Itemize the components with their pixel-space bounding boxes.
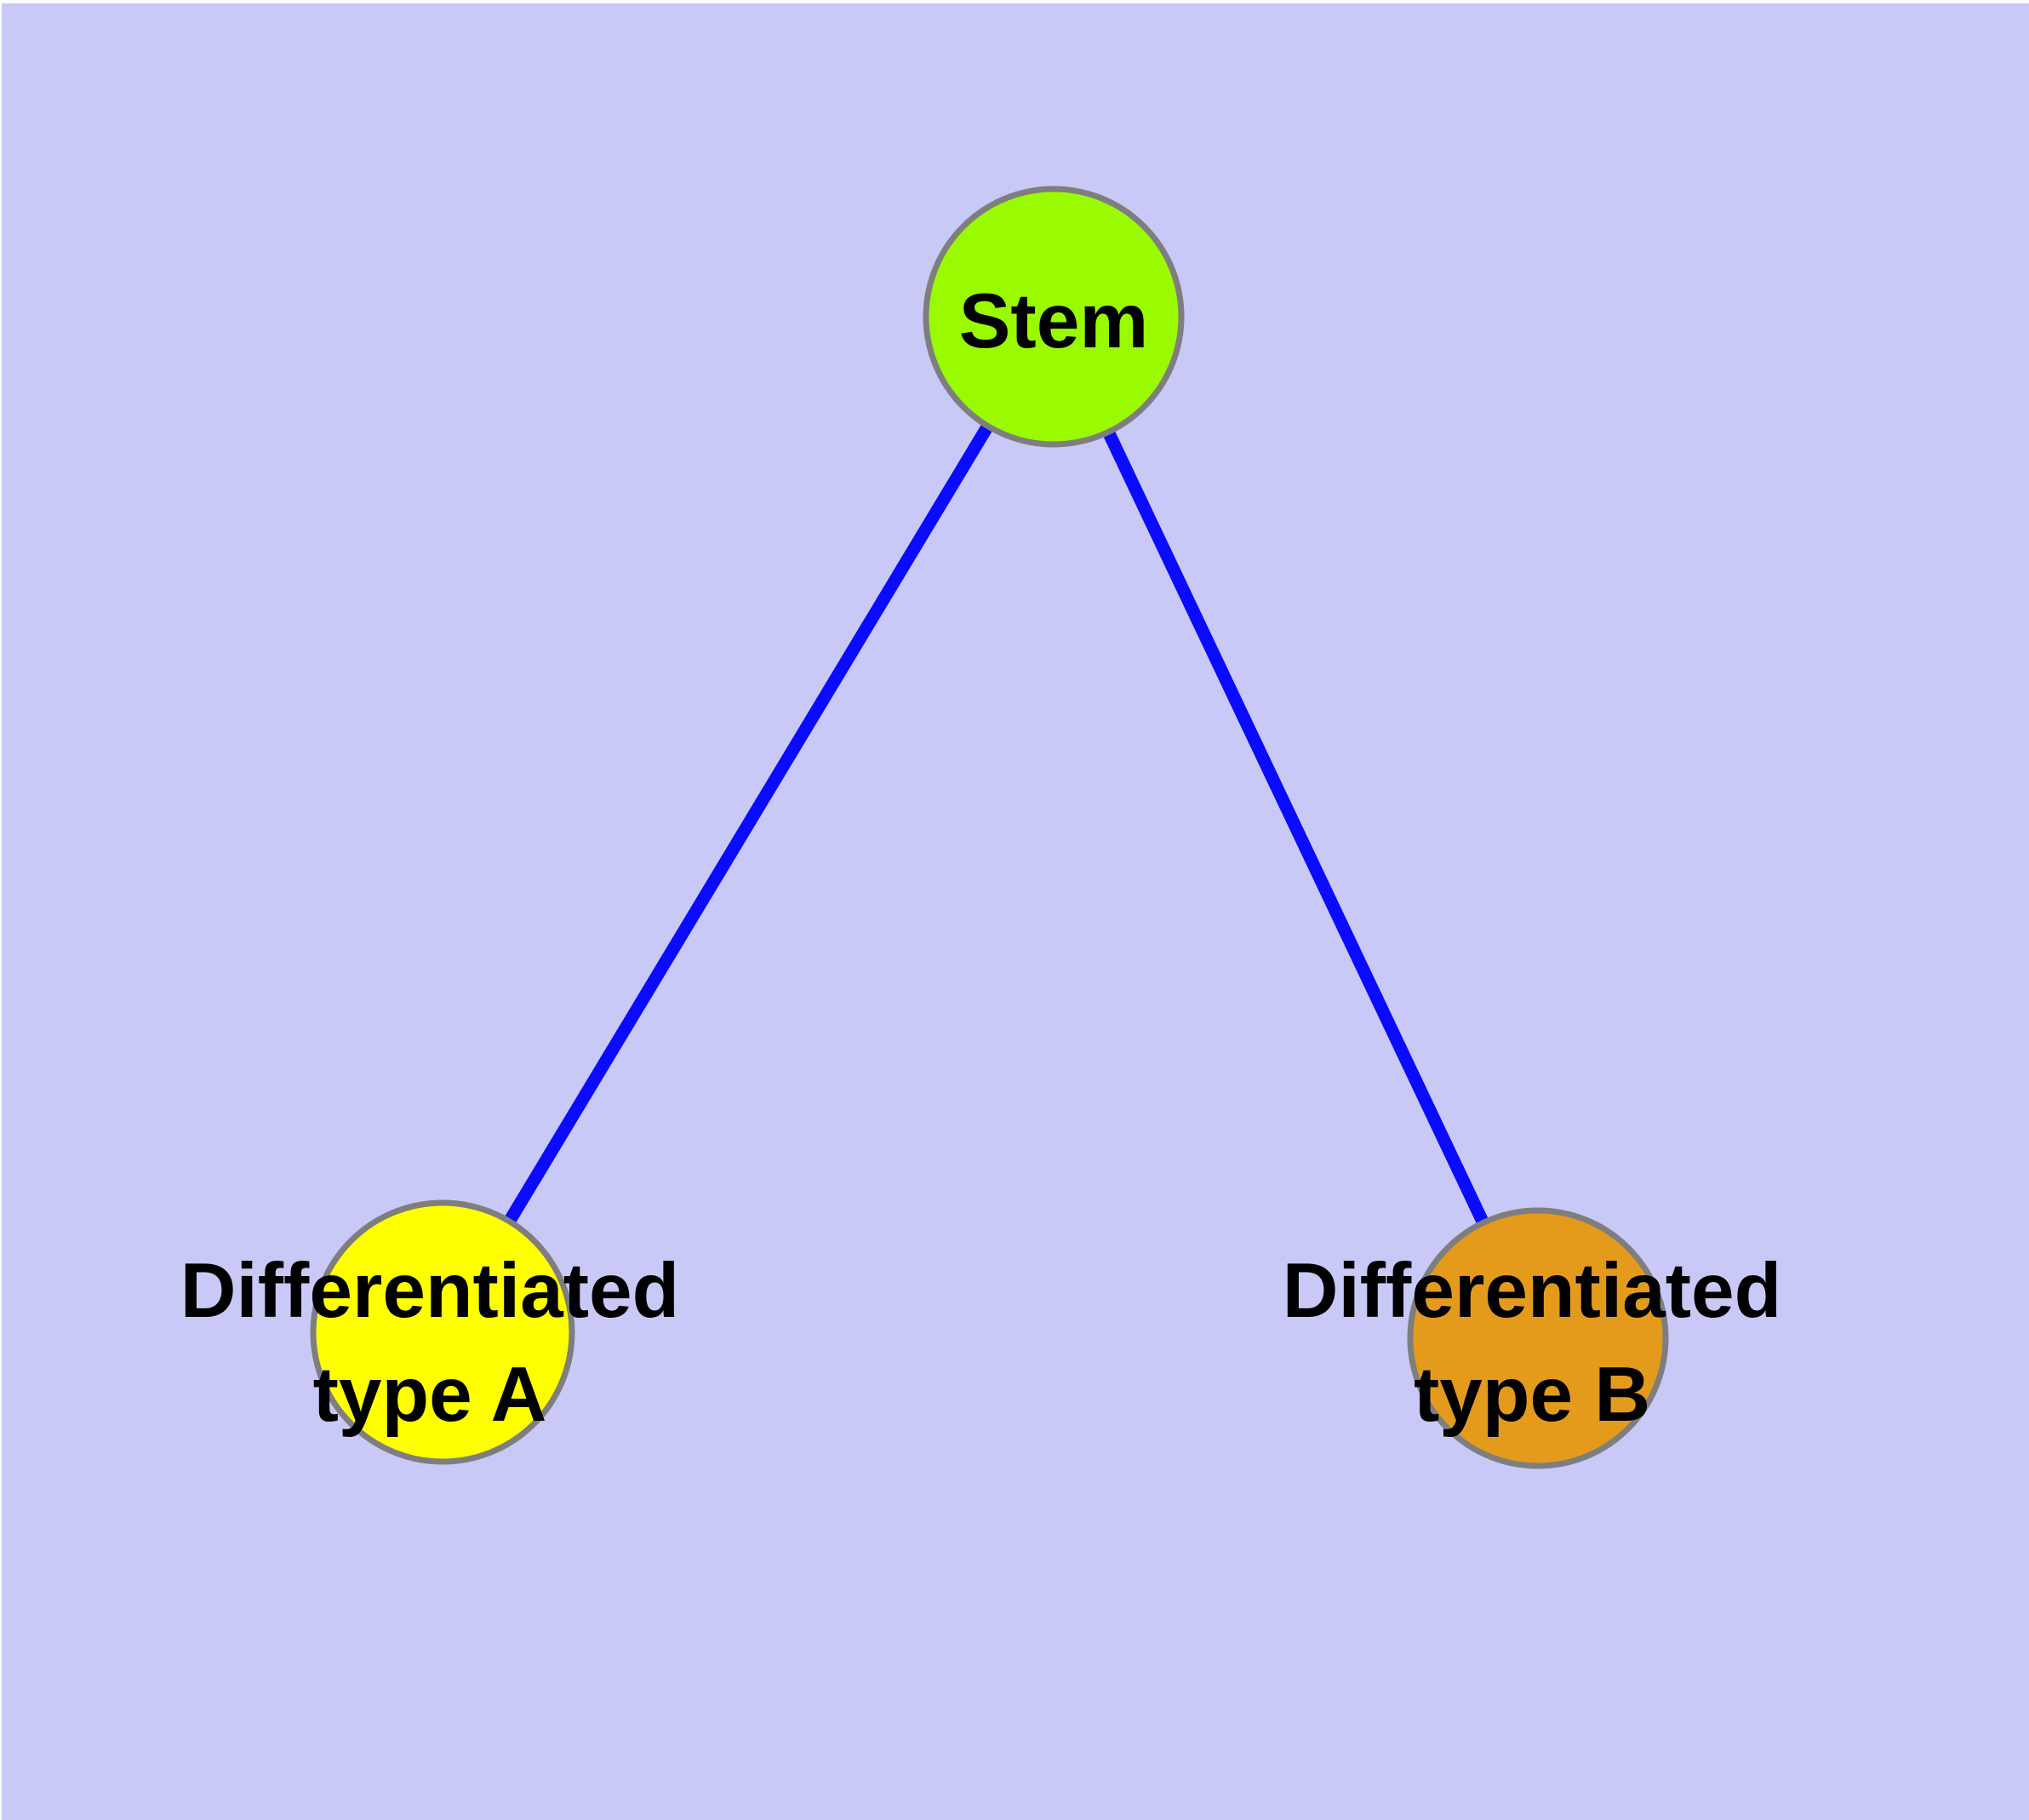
node-type-b-label-line2: type B [1414, 1352, 1650, 1438]
node-differentiated-type-a [310, 1199, 575, 1465]
node-stem [923, 186, 1185, 448]
node-stem-label: Stem [959, 278, 1149, 364]
node-type-a-label-line1: Differentiated [180, 1248, 680, 1334]
node-type-a-label-line2: type A [313, 1352, 547, 1438]
edge-stem-to-type-a [437, 313, 1060, 1336]
edge-stem-to-type-b [1048, 313, 1544, 1342]
node-differentiated-type-b [1407, 1207, 1669, 1469]
node-type-b-label-line1: Differentiated [1283, 1248, 1782, 1334]
